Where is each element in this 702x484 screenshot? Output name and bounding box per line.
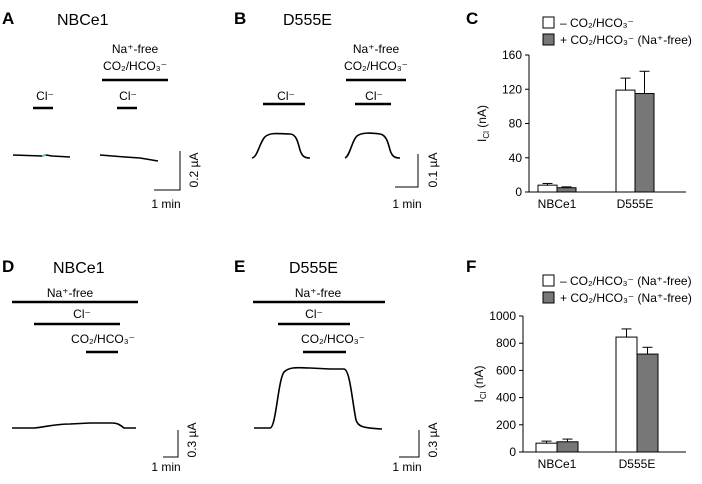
bar-chart-f: – CO₂/HCO₃⁻ (Na⁺-free) + CO₂/HCO₃⁻ (Na⁺-f… bbox=[472, 274, 692, 471]
co2-label: CO₂/HCO₃⁻ bbox=[301, 332, 365, 346]
y-label-sub: Cl bbox=[482, 131, 491, 139]
y-label-sub: Cl bbox=[479, 391, 488, 399]
panel-title: D555E bbox=[283, 12, 332, 29]
category-label: D555E bbox=[617, 197, 654, 211]
panel-title: NBCe1 bbox=[53, 260, 105, 277]
panel-d: D NBCe1 Na⁺-free Cl⁻ CO₂/HCO₃⁻ 0.3 µA 1 … bbox=[2, 257, 199, 474]
panel-c: C – CO₂/HCO₃⁻ + CO₂/HCO₃⁻ (Na⁺-free) 0 40 80… bbox=[466, 9, 692, 211]
cl-label: Cl⁻ bbox=[365, 89, 383, 103]
legend-swatch bbox=[542, 16, 555, 29]
panel-b: B D555E Na⁺-free CO₂/HCO₃⁻ Cl⁻ Cl⁻ 0.1 µ… bbox=[234, 9, 440, 211]
bar bbox=[615, 336, 638, 453]
y-axis-label: ICl (nA) bbox=[472, 366, 488, 403]
condition-label: CO₂/HCO₃⁻ bbox=[344, 59, 408, 73]
panel-f: F – CO₂/HCO₃⁻ (Na⁺-free) + CO₂/HCO₃⁻ (Na⁺… bbox=[466, 257, 692, 471]
nafree-label: Na⁺-free bbox=[47, 286, 94, 300]
y-tick-label: 0 bbox=[509, 445, 516, 459]
nafree-label: Na⁺-free bbox=[295, 286, 342, 300]
y-tick-label: 600 bbox=[496, 363, 516, 377]
panel-letter: E bbox=[234, 257, 245, 276]
scale-bar bbox=[163, 430, 179, 458]
panel-title: D555E bbox=[289, 260, 338, 277]
scale-bar bbox=[399, 430, 420, 458]
condition-label: Na⁺-free bbox=[353, 42, 400, 56]
current-trace bbox=[99, 154, 159, 162]
y-tick-label: 800 bbox=[496, 336, 516, 350]
y-tick-label: 40 bbox=[509, 151, 523, 165]
current-trace bbox=[344, 132, 401, 159]
current-trace bbox=[12, 422, 136, 429]
bar bbox=[535, 442, 558, 453]
scale-x-label: 1 min bbox=[151, 197, 180, 211]
y-label-main: I bbox=[472, 399, 486, 402]
cl-label: Cl⁻ bbox=[277, 89, 295, 103]
panel-letter: F bbox=[466, 257, 476, 276]
cl-label: Cl⁻ bbox=[73, 307, 91, 321]
cl-label: Cl⁻ bbox=[36, 89, 54, 103]
legend-swatch bbox=[542, 274, 555, 287]
y-tick-label: 400 bbox=[496, 391, 516, 405]
category-label: NBCe1 bbox=[538, 197, 577, 211]
legend-label: – CO₂/HCO₃⁻ (Na⁺-free) bbox=[560, 274, 692, 288]
y-tick-label: 80 bbox=[509, 117, 523, 131]
legend-swatch bbox=[542, 291, 555, 304]
current-trace bbox=[254, 366, 383, 430]
cl-label: Cl⁻ bbox=[119, 89, 137, 103]
scale-bar bbox=[395, 154, 419, 188]
current-trace bbox=[12, 154, 71, 158]
y-tick-label: 160 bbox=[502, 48, 522, 62]
bar bbox=[636, 353, 659, 453]
scale-y-label: 0.1 µA bbox=[426, 153, 440, 188]
scale-bar bbox=[154, 151, 181, 191]
condition-label: CO₂/HCO₃⁻ bbox=[103, 59, 167, 73]
scale-y-label: 0.3 µA bbox=[185, 423, 199, 458]
panel-letter: D bbox=[2, 257, 14, 276]
y-label-unit: (nA) bbox=[475, 105, 489, 131]
scale-x-label: 1 min bbox=[392, 460, 421, 474]
y-tick-label: 200 bbox=[496, 418, 516, 432]
panel-letter: A bbox=[2, 9, 14, 28]
trace-mark bbox=[41, 154, 47, 157]
bar bbox=[556, 441, 579, 453]
category-label: NBCe1 bbox=[538, 457, 577, 471]
y-label-main: I bbox=[475, 139, 489, 142]
panel-a: A NBCe1 Na⁺-free CO₂/HCO₃⁻ Cl⁻ Cl⁻ 0.2 µ… bbox=[2, 9, 201, 211]
category-label: D555E bbox=[619, 457, 656, 471]
panel-letter: B bbox=[234, 9, 246, 28]
scale-x-label: 1 min bbox=[392, 197, 421, 211]
co2-label: CO₂/HCO₃⁻ bbox=[71, 332, 135, 346]
scale-y-label: 0.2 µA bbox=[187, 153, 201, 188]
panel-e: E D555E Na⁺-free Cl⁻ CO₂/HCO₃⁻ 0.3 µA 1 … bbox=[234, 257, 440, 474]
panel-title: NBCe1 bbox=[57, 12, 109, 29]
y-tick-label: 120 bbox=[502, 82, 522, 96]
bar bbox=[537, 184, 558, 193]
panel-letter: C bbox=[466, 9, 478, 28]
scale-x-label: 1 min bbox=[151, 460, 180, 474]
bar bbox=[615, 89, 636, 193]
bar-chart-c: – CO₂/HCO₃⁻ + CO₂/HCO₃⁻ (Na⁺-free) 0 40 80 12… bbox=[475, 16, 692, 211]
condition-label: Na⁺-free bbox=[112, 42, 159, 56]
y-label-unit: (nA) bbox=[472, 366, 486, 392]
current-trace bbox=[251, 132, 311, 159]
y-tick-label: 0 bbox=[515, 185, 522, 199]
legend-label: + CO₂/HCO₃⁻ (Na⁺-free) bbox=[560, 291, 692, 305]
scale-y-label: 0.3 µA bbox=[426, 423, 440, 458]
y-axis-label: ICl (nA) bbox=[475, 105, 491, 142]
legend-swatch bbox=[542, 33, 555, 46]
cl-label: Cl⁻ bbox=[305, 307, 323, 321]
legend-label: + CO₂/HCO₃⁻ (Na⁺-free) bbox=[560, 33, 692, 47]
y-tick-label: 1000 bbox=[489, 309, 516, 323]
legend-label: – CO₂/HCO₃⁻ bbox=[560, 16, 634, 30]
bar bbox=[634, 93, 655, 193]
bar bbox=[556, 187, 577, 193]
